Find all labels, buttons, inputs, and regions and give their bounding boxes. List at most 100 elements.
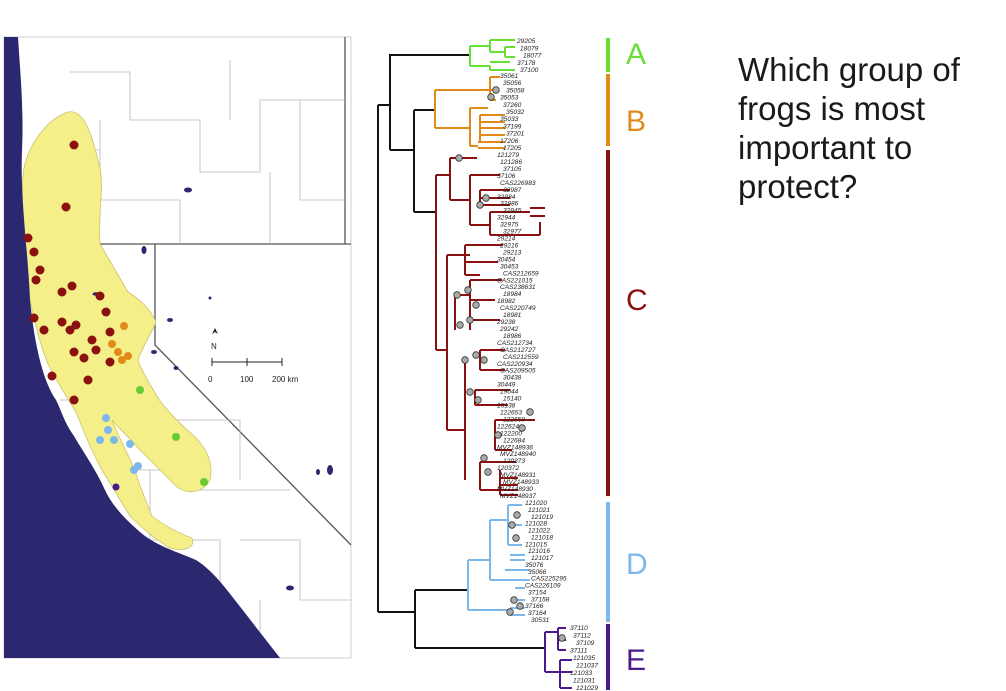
phylogenetic-tree: 2920518079180773717837100350613505635058… <box>377 38 598 691</box>
tip-label: 35033 <box>500 116 519 123</box>
tip-label: 19044 <box>500 389 519 396</box>
tip-label: 18079 <box>520 45 539 52</box>
tip-label: 120372 <box>497 465 519 472</box>
tip-label: 32987 <box>503 187 522 194</box>
tip-label: 29213 <box>502 249 522 256</box>
tip-label: CAS212727 <box>500 347 536 354</box>
tip-label: 32944 <box>497 215 516 222</box>
tip-label: 29205 <box>516 38 536 45</box>
tip-label: 37111 <box>570 648 588 655</box>
tip-label: CAS212659 <box>503 270 539 277</box>
sample-points-a <box>136 386 208 486</box>
clade-label-c: C <box>626 284 648 317</box>
node-markers <box>453 86 566 642</box>
tip-label: 121037 <box>576 663 598 670</box>
tip-label: CAS220934 <box>497 361 533 368</box>
tip-label: 30531 <box>531 617 550 624</box>
tip-label: MVZ148937 <box>500 493 536 500</box>
tip-label: CAS212559 <box>503 354 539 361</box>
tip-label: 32984 <box>497 194 516 201</box>
tip-label: 35076 <box>525 562 544 569</box>
clade-label-b: B <box>626 105 646 138</box>
tip-label: 121018 <box>531 534 553 541</box>
tip-label: 37260 <box>503 102 522 109</box>
tip-label: 121015 <box>525 541 547 548</box>
tip-label: 121031 <box>573 678 595 685</box>
tip-label: 30449 <box>497 382 516 389</box>
pacific-ocean <box>4 37 280 658</box>
tip-label: 37105 <box>503 166 522 173</box>
tip-label: 29214 <box>496 236 516 243</box>
species-range <box>21 111 212 550</box>
tip-label: 37110 <box>570 625 588 632</box>
tip-label: 35032 <box>506 109 525 116</box>
tip-label: 35066 <box>528 569 547 576</box>
tip-label: 30454 <box>497 256 516 263</box>
tip-label: CAS220749 <box>500 305 536 312</box>
tip-label: MVZ148940 <box>500 451 536 458</box>
tip-label: CAS221015 <box>497 277 533 284</box>
tip-label: 37201 <box>506 131 525 138</box>
tip-label: MVZ148933 <box>503 479 539 486</box>
tip-label: 35053 <box>500 95 519 102</box>
tip-label: 18077 <box>523 53 542 60</box>
tip-label: 15140 <box>503 396 522 403</box>
lakes <box>92 187 333 591</box>
tip-label: 121017 <box>531 555 553 562</box>
tip-label: 121019 <box>531 514 553 521</box>
tip-label: 122653 <box>500 410 522 417</box>
tip-label: 17205 <box>503 145 522 152</box>
tip-label: 18986 <box>503 333 522 340</box>
tip-label: 37112 <box>573 633 591 640</box>
tip-label: 121035 <box>573 655 595 662</box>
clade-d-branches <box>467 504 530 616</box>
tip-label: 122624 <box>497 423 519 430</box>
tip-label: CAS226983 <box>500 180 536 187</box>
sample-points-c <box>23 140 115 405</box>
tip-label: 37109 <box>576 640 595 647</box>
tip-label: 35058 <box>506 87 525 94</box>
tip-label: CAS209505 <box>500 368 536 375</box>
scale-bar: 0 100 200 km <box>208 358 299 384</box>
clade-bar-e <box>606 624 610 690</box>
scale-label-100: 100 <box>240 375 254 384</box>
tip-label: 121029 <box>576 685 598 691</box>
north-arrow: N <box>211 328 218 351</box>
tip-label: 18982 <box>497 298 516 305</box>
tip-label: 121016 <box>528 548 550 555</box>
tip-label: 29242 <box>499 326 519 333</box>
sample-points-d <box>96 414 142 474</box>
tip-label: 37199 <box>503 123 522 130</box>
tip-label: 120373 <box>503 458 525 465</box>
scale-label-200km: 200 km <box>272 375 299 384</box>
clade-c-branches <box>435 157 545 496</box>
tip-label: CAS212734 <box>497 340 533 347</box>
tree-backbone <box>377 54 545 649</box>
sample-points-e <box>112 483 120 491</box>
north-letter: N <box>211 342 217 351</box>
tip-label: 32977 <box>503 229 522 236</box>
tip-label: 122659 <box>503 416 525 423</box>
tip-label: 121020 <box>525 500 547 507</box>
range-map: N 0 100 200 km <box>3 36 352 659</box>
clade-label-d: D <box>626 548 648 581</box>
tip-label: 37100 <box>520 67 539 74</box>
tip-label: 121022 <box>528 528 550 535</box>
tip-label: 32945 <box>503 208 522 215</box>
tip-label: CAS226109 <box>525 583 561 590</box>
tip-label: 122200 <box>500 430 522 437</box>
tip-label: CAS238631 <box>500 284 536 291</box>
tip-labels: 2920518079180773717837100350613505635058… <box>496 38 598 691</box>
tip-label: 15138 <box>497 403 516 410</box>
tip-label: MVZ148936 <box>497 444 533 451</box>
clade-a-branches <box>469 39 515 71</box>
tip-label: 37106 <box>497 173 516 180</box>
tip-label: 32975 <box>500 222 519 229</box>
question-text: Which group of frogs is most important t… <box>738 51 960 205</box>
tip-label: 18984 <box>503 291 522 298</box>
tip-label: 37166 <box>525 603 544 610</box>
tip-label: 121021 <box>528 507 550 514</box>
tip-label: 30438 <box>503 375 522 382</box>
tip-label: 35061 <box>500 73 519 80</box>
